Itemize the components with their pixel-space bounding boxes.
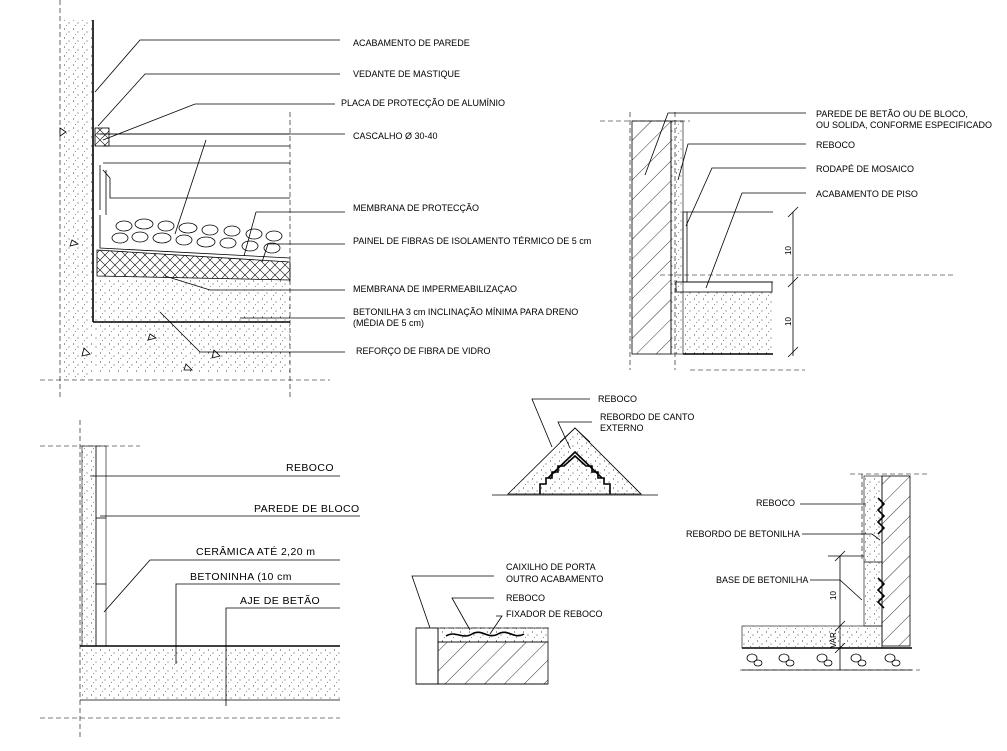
label-door-plaster: REBOCO	[506, 593, 545, 603]
label-screed-bead: REBORDO DE BETONILHA	[686, 529, 800, 539]
label-other-finish: OUTRO ACABAMENTO	[506, 574, 603, 584]
label-screed-base: BASE DE BETONILHA	[716, 575, 808, 585]
label-fibreglass-reinforcement: REFORÇO DE FIBRA DE VIDRO	[356, 346, 491, 356]
label-solid-as-specified: OU SOLIDA, CONFORME ESPECIFICADO	[816, 120, 992, 130]
label-screed-thickness: BETONINHA (10 cm	[190, 571, 292, 583]
label-concrete-block-wall: PAREDE DE BETÃO OU DE BLOCO,	[816, 109, 968, 119]
dim-variable: VAR.	[829, 630, 838, 648]
gravel-fill	[746, 653, 901, 667]
screed-edge-detail: 10 VAR. REBOCO REBORDO DE BETONILHA BASE…	[686, 473, 930, 671]
label-plaster-fixer: FIXADOR DE REBOCO	[506, 609, 603, 619]
label-waterproofing-membrane: MEMBRANA DE IMPERMEABILIZAÇAO	[353, 284, 517, 294]
dim-screed-edge: 10	[829, 591, 838, 600]
label-insulation-panel: PAINEL DE FIBRAS DE ISOLAMENTO TÉRMICO D…	[353, 236, 591, 246]
label-floor-finish: ACABAMENTO DE PISO	[816, 189, 918, 199]
label-screed-plaster: REBOCO	[756, 498, 795, 508]
skirting-detail: 10 10 PAREDE DE BETÃO OU DE BLOCO, OU SO…	[600, 109, 992, 371]
label-protection-membrane: MEMBRANA DE PROTECÇÃO	[353, 203, 479, 213]
label-wall-plaster: REBOCO	[286, 462, 334, 474]
label-wall-finish: ACABAMENTO DE PAREDE	[353, 38, 470, 48]
label-corner-plaster: REBOCO	[598, 394, 637, 404]
label-aluminium-plate: PLACA DE PROTECÇÃO DE ALUMÍNIO	[341, 98, 505, 108]
corner-detail: REBOCO REBORDO DE CANTO EXTERNO	[492, 394, 694, 496]
label-external-corner-bead: REBORDO DE CANTO	[600, 412, 694, 422]
dim-upper: 10	[784, 246, 793, 255]
label-screed-slope: BETONILHA 3 cm INCLINAÇÃO MÍNIMA PARA DR…	[353, 307, 578, 317]
roof-detail: ACABAMENTO DE PAREDE VEDANTE DE MASTIQUE…	[40, 0, 591, 400]
label-external-corner-bead-2: EXTERNO	[600, 423, 644, 433]
label-gravel: CASCALHO Ø 30-40	[353, 131, 438, 141]
label-block-wall: PAREDE DE BLOCO	[254, 503, 360, 515]
label-concrete-slab: AJE DE BETÃO	[240, 594, 320, 607]
label-ceramic-height: CERÂMICA ATÉ 2,20 m	[196, 545, 315, 558]
label-screed-average: (MÉDIA DE 5 cm)	[353, 318, 424, 328]
gravel-stones	[111, 218, 283, 254]
door-frame-detail: CAIXILHO DE PORTA OUTRO ACABAMENTO REBOC…	[411, 562, 603, 685]
block-wall-detail: REBOCO PAREDE DE BLOCO CERÂMICA ATÉ 2,20…	[40, 420, 360, 740]
label-plaster: REBOCO	[816, 140, 855, 150]
label-mastic-sealant: VEDANTE DE MASTIQUE	[353, 69, 460, 79]
label-door-frame: CAIXILHO DE PORTA	[506, 562, 596, 572]
label-mosaic-skirting: RODAPÉ DE MOSAICO	[816, 164, 914, 174]
dim-lower: 10	[784, 317, 793, 326]
